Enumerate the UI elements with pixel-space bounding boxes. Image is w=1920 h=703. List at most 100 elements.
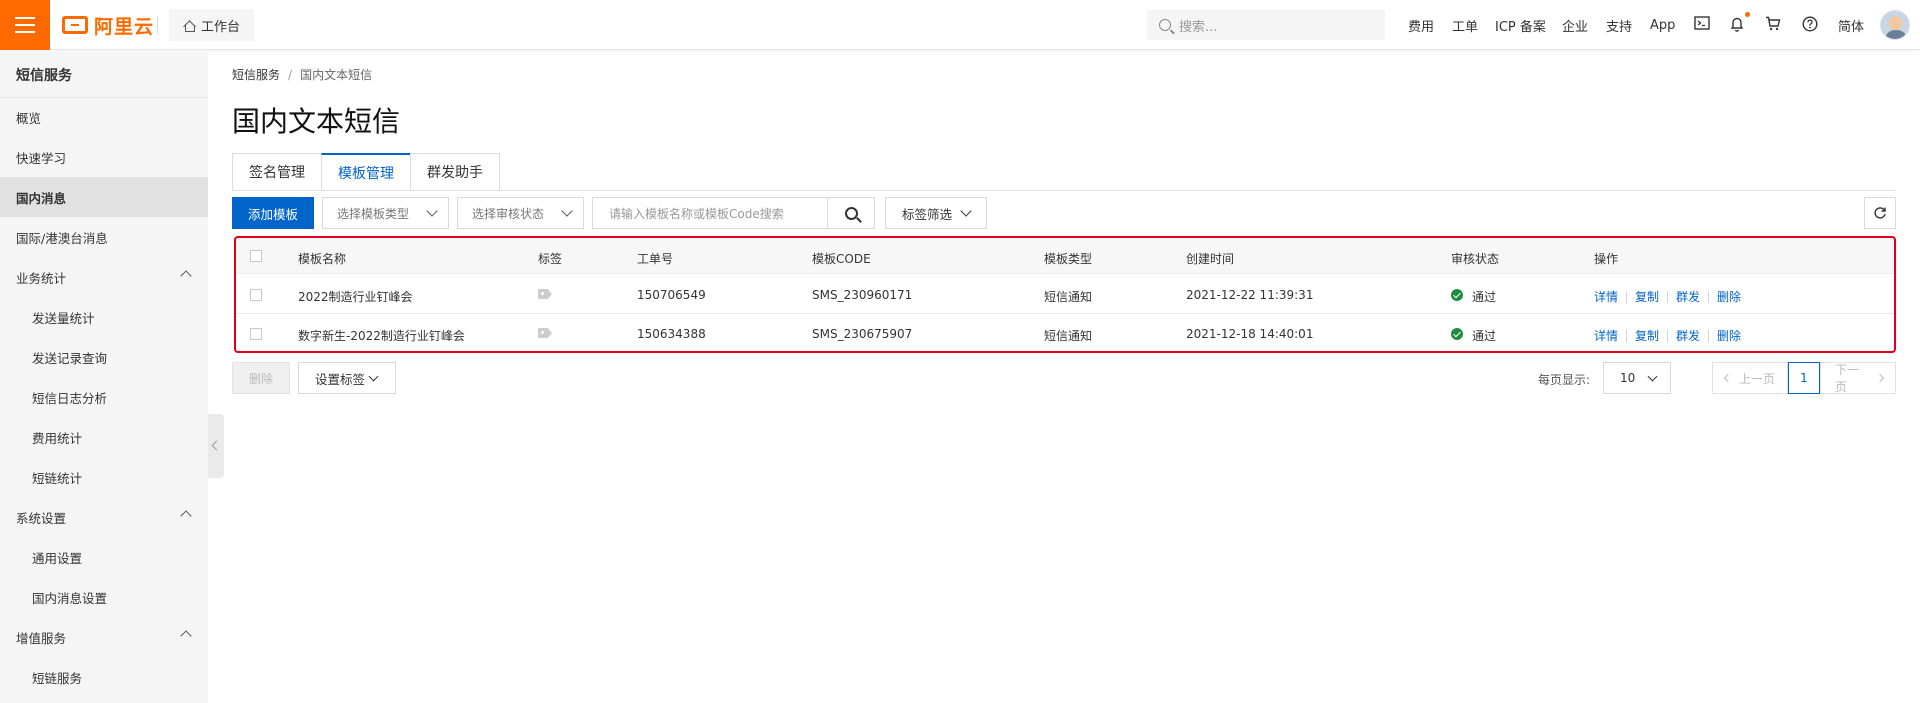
template-name: 2022制造行业钉峰会 xyxy=(298,290,413,304)
sidebar-item-overview[interactable]: 概览 xyxy=(0,97,208,137)
nav-enterprise[interactable]: 企业 xyxy=(1562,19,1589,35)
sidebar-item-label: 业务统计 xyxy=(16,270,67,286)
chevron-down-icon xyxy=(368,371,379,382)
template-code: SMS_230960171 xyxy=(812,288,913,302)
tag-filter-label: 标签筛选 xyxy=(902,206,953,222)
sidebar-item-label: 概览 xyxy=(16,110,42,126)
sidebar-group-business-stats[interactable]: 业务统计 xyxy=(0,257,208,297)
template-search-button[interactable] xyxy=(827,197,875,229)
copy-link[interactable]: 复制 xyxy=(1635,329,1660,343)
bulk-send-link[interactable]: 群发 xyxy=(1676,290,1701,304)
chevron-down-icon xyxy=(561,205,573,217)
row-checkbox[interactable] xyxy=(250,289,262,301)
sidebar-collapse-handle[interactable] xyxy=(208,414,224,478)
breadcrumb-root[interactable]: 短信服务 xyxy=(232,68,281,82)
delete-link[interactable]: 删除 xyxy=(1717,290,1742,304)
check-circle-icon xyxy=(1451,328,1463,340)
sidebar-divider xyxy=(0,97,208,98)
chevron-up-icon xyxy=(180,630,192,642)
chevron-up-icon xyxy=(180,510,192,522)
tag-filter-dropdown[interactable]: 标签筛选 xyxy=(885,197,987,229)
sidebar-item-label: 系统设置 xyxy=(16,510,67,526)
sidebar-item-shortlink-service[interactable]: 短链服务 xyxy=(0,657,208,697)
select-all-checkbox[interactable] xyxy=(250,250,262,262)
per-page-label: 每页显示: xyxy=(1538,373,1591,387)
table-row: 2022制造行业钉峰会 150706549 SMS_230960171 短信通知… xyxy=(236,275,1894,314)
sidebar-group-system-settings[interactable]: 系统设置 xyxy=(0,497,208,537)
language-switch[interactable]: 简体 xyxy=(1838,19,1865,35)
notification-dot xyxy=(1745,12,1750,17)
nav-icp[interactable]: ICP 备案 xyxy=(1495,19,1546,35)
prev-page-label: 上一页 xyxy=(1739,371,1776,386)
logo-divider xyxy=(157,16,158,34)
row-checkbox[interactable] xyxy=(250,328,262,340)
action-divider xyxy=(1708,290,1710,303)
template-name: 数字新生-2022制造行业钉峰会 xyxy=(298,329,465,343)
home-icon xyxy=(183,20,195,32)
user-avatar[interactable] xyxy=(1880,10,1910,40)
sidebar-item-fee-stats[interactable]: 费用统计 xyxy=(0,417,208,457)
order-number: 150706549 xyxy=(637,288,706,302)
template-search-input[interactable]: 请输入模板名称或模板Code搜索 xyxy=(592,197,828,229)
details-link[interactable]: 详情 xyxy=(1594,329,1619,343)
sidebar-item-send-records[interactable]: 发送记录查询 xyxy=(0,337,208,377)
sidebar-item-send-volume[interactable]: 发送量统计 xyxy=(0,297,208,337)
column-header-code: 模板CODE xyxy=(812,252,871,266)
table-header: 模板名称 标签 工单号 模板CODE 模板类型 创建时间 审核状态 操作 xyxy=(236,238,1894,274)
delete-link[interactable]: 删除 xyxy=(1717,329,1742,343)
next-page-button[interactable]: 下一页 xyxy=(1820,362,1896,394)
global-search-input[interactable]: 搜索... xyxy=(1147,10,1385,40)
tab-template-management[interactable]: 模板管理 xyxy=(321,153,410,191)
set-tag-button[interactable]: 设置标签 xyxy=(298,362,396,394)
help-icon[interactable] xyxy=(1801,16,1819,34)
sidebar-item-shortlink-stats[interactable]: 短链统计 xyxy=(0,457,208,497)
bulk-send-link[interactable]: 群发 xyxy=(1676,329,1701,343)
column-header-actions: 操作 xyxy=(1594,252,1619,266)
terminal-icon[interactable] xyxy=(1693,16,1711,34)
nav-tickets[interactable]: 工单 xyxy=(1452,19,1479,35)
column-header-order: 工单号 xyxy=(637,252,674,266)
sidebar-item-domestic[interactable]: 国内消息 xyxy=(0,177,208,217)
search-icon xyxy=(1159,19,1171,31)
nav-support[interactable]: 支持 xyxy=(1606,19,1633,35)
template-code: SMS_230675907 xyxy=(812,327,913,341)
workbench-button[interactable]: 工作台 xyxy=(169,9,255,41)
sidebar-item-quick-learn[interactable]: 快速学习 xyxy=(0,137,208,177)
sidebar-group-value-added[interactable]: 增值服务 xyxy=(0,617,208,657)
tag-icon[interactable] xyxy=(538,289,552,299)
per-page-select[interactable]: 10 xyxy=(1603,362,1671,394)
logo[interactable]: 阿里云 xyxy=(62,13,154,38)
details-link[interactable]: 详情 xyxy=(1594,290,1619,304)
menu-icon[interactable] xyxy=(0,0,50,50)
row-actions: 详情 复制 群发 删除 xyxy=(1594,327,1741,344)
template-type-select-label: 选择模板类型 xyxy=(337,206,410,221)
sidebar-item-log-analysis[interactable]: 短信日志分析 xyxy=(0,377,208,417)
sidebar-item-international[interactable]: 国际/港澳台消息 xyxy=(0,217,208,257)
tab-signature-management[interactable]: 签名管理 xyxy=(232,153,321,191)
chevron-down-icon xyxy=(1647,371,1658,382)
sidebar-item-label: 国内消息设置 xyxy=(32,590,108,606)
page-number-current[interactable]: 1 xyxy=(1788,362,1820,394)
template-type-select[interactable]: 选择模板类型 xyxy=(322,197,449,229)
bell-icon[interactable] xyxy=(1728,16,1746,34)
column-header-type: 模板类型 xyxy=(1044,252,1093,266)
sidebar-item-domestic-settings[interactable]: 国内消息设置 xyxy=(0,577,208,617)
copy-link[interactable]: 复制 xyxy=(1635,290,1660,304)
nav-app[interactable]: App xyxy=(1650,17,1676,33)
created-time: 2021-12-22 11:39:31 xyxy=(1186,288,1314,302)
bulk-delete-button[interactable]: 删除 xyxy=(232,362,290,394)
column-header-status: 审核状态 xyxy=(1451,252,1500,266)
sidebar-item-general-settings[interactable]: 通用设置 xyxy=(0,537,208,577)
nav-fees[interactable]: 费用 xyxy=(1408,19,1435,35)
review-status-select-label: 选择审核状态 xyxy=(472,206,545,221)
tag-icon[interactable] xyxy=(538,328,552,338)
prev-page-button[interactable]: 上一页 xyxy=(1712,362,1788,394)
action-divider xyxy=(1626,290,1628,303)
review-status-select[interactable]: 选择审核状态 xyxy=(457,197,584,229)
page-title: 国内文本短信 xyxy=(232,105,401,138)
tab-bulk-assistant[interactable]: 群发助手 xyxy=(410,153,500,191)
cart-icon[interactable] xyxy=(1764,16,1782,34)
refresh-button[interactable] xyxy=(1864,197,1896,229)
add-template-button[interactable]: 添加模板 xyxy=(232,197,314,229)
aliyun-logo-icon xyxy=(62,16,88,34)
